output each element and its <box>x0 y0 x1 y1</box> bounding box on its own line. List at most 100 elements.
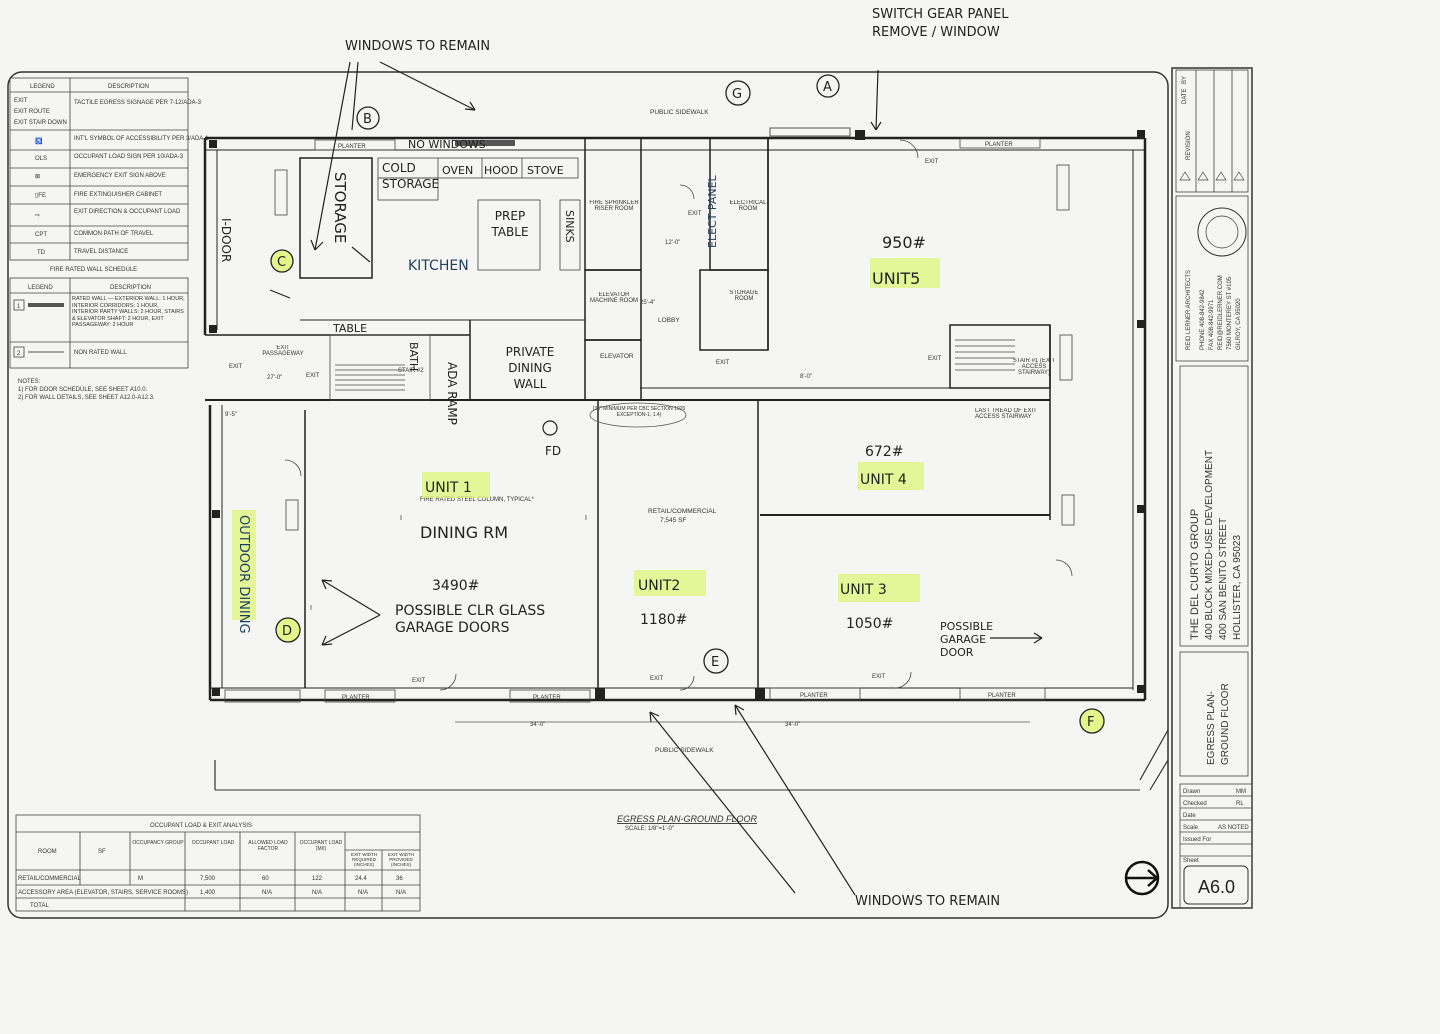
svg-text:EXIT: EXIT <box>14 98 28 104</box>
architect-address: 7560 MONTEREY ST #105 <box>1227 276 1233 350</box>
svg-text:24.4: 24.4 <box>355 876 367 882</box>
svg-text:A: A <box>823 80 832 95</box>
sheet-border <box>7 71 1169 919</box>
svg-text:G: G <box>732 87 742 102</box>
svg-text:36: 36 <box>396 876 403 882</box>
dim-27: 27'-0" <box>267 375 282 381</box>
exit-label-1: EXIT <box>229 364 243 370</box>
planters: PLANTER PLANTER PLANTER PLANTER PLANTER … <box>224 137 1075 703</box>
title-block: REVISION DATE BY REID LERNER ARCHITECTS … <box>1175 69 1253 909</box>
dim-34-right: 34'-0" <box>785 722 800 728</box>
planter-label-bottom-4: PLANTER <box>988 693 1016 699</box>
occupant-load-table: OCCUPANT LOAD & EXIT ANALYSIS ROOM SF OC… <box>15 814 421 912</box>
room-elevator: ELEVATOR <box>600 353 634 360</box>
svg-text:Issued For: Issued For <box>1183 837 1211 843</box>
room-fire-riser: FIRE SPRINKLER RISER ROOM <box>589 200 639 212</box>
room-lobby: LOBBY <box>658 317 680 324</box>
svg-text:B: B <box>363 112 372 127</box>
svg-text:ROOM: ROOM <box>38 849 57 855</box>
exit-label-4: EXIT <box>716 360 730 366</box>
planter-label-top-right: PLANTER <box>985 142 1013 148</box>
plan-scale: SCALE: 1/8"=1'-0" <box>625 826 674 832</box>
svg-text:E: E <box>711 655 719 670</box>
project-line-2: 400 BLOCK MIXED-USE DEVELOPMENT <box>1204 450 1215 640</box>
svg-text:C: C <box>277 255 286 270</box>
legend-row-6-desc: EXIT DIRECTION & OCCUPANT LOAD <box>74 209 181 215</box>
legend-row-4-desc: EMERGENCY EXIT SIGN ABOVE <box>74 173 166 179</box>
planter-label-bottom-1: PLANTER <box>342 695 370 701</box>
exit-label-9: EXIT <box>872 674 886 680</box>
dim-95: 9'-5" <box>225 412 237 418</box>
north-arrow-icon <box>1124 860 1160 896</box>
svg-text:NON RATED WALL: NON RATED WALL <box>74 350 127 356</box>
note-windows-remain-bottom: WINDOWS TO REMAIN <box>855 894 1000 909</box>
legend-row-1-desc: TACTILE EGRESS SIGNAGE PER 7-12/ADA-3 <box>74 100 202 106</box>
note-cold-storage: COLD STORAGE <box>382 161 440 191</box>
emergency-icon: ⊠ <box>35 174 40 180</box>
sheet-title-1: EGRESS PLAN- <box>1206 691 1217 765</box>
legend-header-legend: LEGEND <box>30 84 55 90</box>
svg-text:60: 60 <box>262 876 269 882</box>
note-unit-1-sf: 3490# <box>432 578 479 594</box>
fire-column-note: FIRE RATED STEEL COLUMN, TYPICAL* <box>420 497 535 503</box>
callout-circle-b: B <box>356 106 380 130</box>
architect-fax: FAX 408-842-9971 <box>1209 299 1215 350</box>
sheet-number: A6.0 <box>1198 877 1235 897</box>
fire-wall-schedule: FIRE RATED WALL SCHEDULE LEGEND DESCRIPT… <box>9 267 189 401</box>
note-bath: BATH <box>407 342 420 371</box>
callout-circle-a: A <box>816 74 840 98</box>
room-storage: STORAGE ROOM <box>729 290 759 302</box>
svg-text:♿: ♿ <box>35 137 43 145</box>
project-name: THE DEL CURTO GROUP <box>1189 509 1201 640</box>
note-unit-2-sf: 1180# <box>640 612 687 628</box>
callout-circle-g: G <box>725 80 751 106</box>
svg-text:OLS: OLS <box>35 156 47 162</box>
note-i-door: I-DOOR <box>219 218 233 262</box>
svg-text:1,400: 1,400 <box>200 890 216 896</box>
note-outdoor-dining: OUTDOOR DINING <box>236 515 251 634</box>
extinguisher-icon: ▯FE <box>35 193 46 199</box>
legend-row-2-desc: INT'L SYMBOL OF ACCESSIBILITY PER 3/ADA-… <box>74 136 209 142</box>
legend-table: LEGEND DESCRIPTION EXIT EXIT ROUTE EXIT … <box>9 77 209 261</box>
room-stair-2: STAIR #2 <box>398 368 424 374</box>
svg-text:Drawn: Drawn <box>1183 789 1200 795</box>
note-unit-4-sf: 672# <box>865 444 903 460</box>
svg-text:EXIT ROUTE: EXIT ROUTE <box>14 109 50 115</box>
notes-title: NOTES: <box>18 379 41 385</box>
cbc-note: (36" MINIMUM PER CBC SECTION 1020 EXCEPT… <box>592 406 686 418</box>
legend-row-7-desc: COMMON PATH OF TRAVEL <box>74 231 154 237</box>
note-possible-garage-door: POSSIBLE GARAGE DOOR <box>940 620 994 659</box>
note-kitchen: KITCHEN <box>408 258 469 274</box>
svg-text:D: D <box>282 624 292 639</box>
svg-text:LEGEND: LEGEND <box>28 285 53 291</box>
svg-text:1: 1 <box>17 304 21 310</box>
exit-arrow-icon: ⇨ <box>35 213 40 219</box>
fire-schedule-title: FIRE RATED WALL SCHEDULE <box>50 267 137 273</box>
handwritten-annotations: A B C D E F G WINDOWS TO REMAIN SWITCH G… <box>219 7 1105 909</box>
note-unit-2: UNIT2 <box>638 578 680 594</box>
svg-text:N/A: N/A <box>262 890 272 896</box>
svg-text:SF: SF <box>98 849 106 855</box>
fire-row-1-desc: RATED WALL — EXTERIOR WALL: 1 HOUR, INTE… <box>72 296 185 328</box>
svg-text:Sheet: Sheet <box>1183 858 1199 864</box>
note-oven: OVEN <box>442 164 473 177</box>
svg-text:M: M <box>138 876 143 882</box>
public-sidewalk-bottom: PUBLIC SIDEWALK <box>655 747 714 754</box>
checked-value: RL <box>1236 801 1244 807</box>
room-stair-1: STAIR #1 (EXIT ACCESS STAIRWAY) <box>1012 358 1056 376</box>
exit-label-7: EXIT <box>412 678 426 684</box>
architect-name: REID LERNER ARCHITECTS <box>1186 270 1192 350</box>
svg-text:N/A: N/A <box>312 890 322 896</box>
svg-text:Checked: Checked <box>1183 801 1207 807</box>
callout-circle-e: E <box>703 648 729 674</box>
callout-circle-d: D <box>275 617 301 643</box>
note-table: TABLE <box>332 322 367 335</box>
room-exit-passageway: EXIT PASSAGEWAY <box>262 345 304 357</box>
svg-text:I: I <box>585 515 587 522</box>
note-unit-1: UNIT 1 <box>425 480 472 496</box>
note-no-windows: NO WINDOWS <box>408 138 486 151</box>
svg-text:I: I <box>400 515 402 522</box>
exit-label-3: EXIT <box>688 211 702 217</box>
planter-label-bottom-3: PLANTER <box>800 693 828 699</box>
